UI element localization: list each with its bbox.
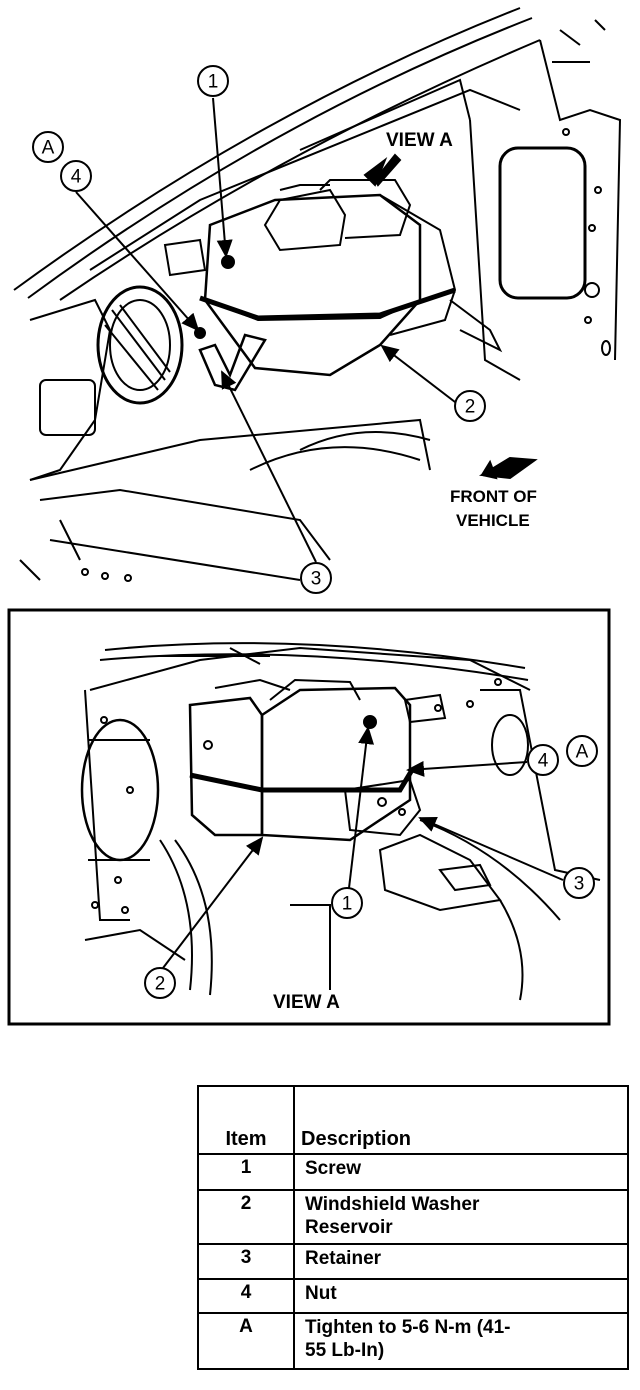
legend-item-description: Tighten to 5-6 N-m (41-55 Lb-In) <box>293 1312 629 1370</box>
view-a-panel-frame <box>7 608 611 1026</box>
legend-header-row: Item Description <box>197 1085 629 1155</box>
view-a-caption: VIEW A <box>273 992 340 1013</box>
front-of-vehicle-label-line2: VEHICLE <box>456 511 530 530</box>
top-callouts: 1 A 4 2 3 <box>32 65 486 594</box>
top-illustration <box>13 7 622 582</box>
svg-text:3: 3 <box>311 569 322 590</box>
legend-row: 2 Windshield Washer Reservoir <box>197 1189 629 1245</box>
legend-item-number: A <box>197 1312 295 1370</box>
parts-legend-table: Item Description 1 Screw 2 Windshield Wa… <box>197 1085 629 1370</box>
top-leader-lines <box>75 97 456 563</box>
view-a-callout-4: 4 <box>527 744 559 776</box>
legend-row: 4 Nut <box>197 1278 629 1314</box>
svg-text:A: A <box>576 742 589 763</box>
legend-item-description: Retainer <box>293 1243 629 1280</box>
svg-text:A: A <box>42 138 55 159</box>
svg-text:2: 2 <box>155 974 166 995</box>
legend-item-description: Windshield Washer Reservoir <box>293 1189 629 1245</box>
top-callout-2: 2 <box>454 390 486 422</box>
svg-text:4: 4 <box>71 167 82 188</box>
view-a-callout-2: 2 <box>144 967 176 999</box>
legend-item-number: 3 <box>197 1243 295 1280</box>
svg-text:2: 2 <box>465 397 476 418</box>
top-callout-1: 1 <box>197 65 229 97</box>
legend-item-number: 2 <box>197 1189 295 1245</box>
legend-row: A Tighten to 5-6 N-m (41-55 Lb-In) <box>197 1312 629 1370</box>
top-callout-3: 3 <box>300 562 332 594</box>
svg-text:4: 4 <box>538 751 549 772</box>
legend-item-number: 4 <box>197 1278 295 1314</box>
legend-header-item: Item <box>197 1085 295 1155</box>
view-a-callout-1: 1 <box>331 887 363 919</box>
view-a-leader-lines <box>162 726 564 969</box>
view-a-callout-3: 3 <box>563 867 595 899</box>
legend-row: 3 Retainer <box>197 1243 629 1280</box>
view-a-callouts: 1 2 4 A 3 <box>144 735 598 999</box>
top-callout-4: 4 <box>60 160 92 192</box>
legend-header-description: Description <box>293 1085 629 1155</box>
view-a-label: VIEW A <box>386 130 453 151</box>
legend-row: 1 Screw <box>197 1153 629 1191</box>
view-a-illustration <box>80 642 601 1001</box>
svg-text:3: 3 <box>574 874 585 895</box>
view-a-callout-a: A <box>566 735 598 767</box>
legend-item-description: Screw <box>293 1153 629 1191</box>
top-callout-a: A <box>32 131 64 163</box>
legend-item-number: 1 <box>197 1153 295 1191</box>
front-of-vehicle-label-line1: FRONT OF <box>450 487 537 506</box>
svg-text:1: 1 <box>342 894 353 915</box>
legend-item-description: Nut <box>293 1278 629 1314</box>
svg-text:1: 1 <box>208 72 219 93</box>
